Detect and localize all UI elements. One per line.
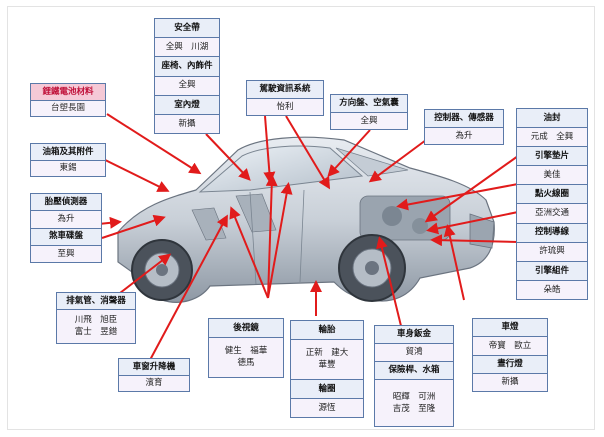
label-safety-seat-light: 安全帶 全興 川湖 座椅、內飾件 全興 室內燈 新攝 bbox=[154, 18, 220, 134]
label-title: 室內燈 bbox=[155, 94, 219, 114]
label-title: 排氣管、消聲器 bbox=[57, 293, 135, 309]
label-exhaust: 排氣管、消聲器 川飛 旭臣 富士 昱鐠 bbox=[56, 292, 136, 344]
label-fuel-tank: 油箱及其附件 東錫 bbox=[30, 143, 106, 177]
label-companies: 台塑長園 bbox=[31, 99, 105, 116]
label-companies: 貿鴻 bbox=[375, 343, 453, 361]
label-lamps: 車燈 帝寶 歐立 晝行燈 新攝 bbox=[472, 318, 548, 392]
label-window-regulator: 車窗升降機 濱育 bbox=[118, 358, 190, 392]
label-body-bumper: 車身鈑金 貿鴻 保險桿、水箱 昭輝 可洲 吉茂 至隆 bbox=[374, 325, 454, 427]
label-title: 鋰鐵電池材料 bbox=[31, 84, 105, 100]
label-title: 控制導線 bbox=[517, 222, 587, 242]
label-companies: 全興 bbox=[331, 111, 407, 129]
label-title: 車窗升降機 bbox=[119, 359, 189, 375]
label-title: 輪胎 bbox=[291, 321, 363, 339]
label-companies: 新攝 bbox=[155, 113, 219, 134]
label-title: 油封 bbox=[517, 109, 587, 128]
label-companies: 元成 全興 bbox=[517, 127, 587, 147]
label-companies: 新攝 bbox=[473, 372, 547, 391]
label-title: 油箱及其附件 bbox=[31, 144, 105, 160]
label-companies: 源恆 bbox=[291, 398, 363, 417]
label-engine-column: 油封 元成 全興 引擎墊片 美佳 點火線圈 亞洲交通 控制導線 許琉興 引擎組件… bbox=[516, 108, 588, 300]
label-rear-view-mirror: 後視鏡 健生 福華 德馬 bbox=[208, 318, 284, 378]
diagram-frame bbox=[7, 6, 595, 430]
label-tire-wheel: 輪胎 正新 建大 華豐 輪圈 源恆 bbox=[290, 320, 364, 418]
label-title: 後視鏡 bbox=[209, 319, 283, 337]
label-companies: 東錫 bbox=[31, 159, 105, 176]
label-title: 輪圈 bbox=[291, 379, 363, 398]
label-companies: 許琉興 bbox=[517, 241, 587, 261]
label-companies: 為升 bbox=[31, 210, 101, 228]
label-title: 駕駛資訊系統 bbox=[247, 81, 323, 98]
label-title: 點火線圈 bbox=[517, 184, 587, 204]
label-companies: 怡利 bbox=[247, 97, 323, 115]
label-title: 引擎組件 bbox=[517, 260, 587, 280]
label-companies: 濱育 bbox=[119, 374, 189, 391]
label-companies: 帝寶 歐立 bbox=[473, 336, 547, 355]
label-title: 引擎墊片 bbox=[517, 146, 587, 166]
label-tire-pressure-brake: 胎壓偵測器 為升 煞車碟盤 至興 bbox=[30, 193, 102, 263]
label-title: 煞車碟盤 bbox=[31, 227, 101, 245]
label-companies: 健生 福華 德馬 bbox=[209, 337, 283, 377]
label-title: 方向盤、空氣囊 bbox=[331, 95, 407, 112]
label-title: 安全帶 bbox=[155, 19, 219, 38]
label-companies: 至興 bbox=[31, 244, 101, 262]
label-companies: 全興 bbox=[155, 75, 219, 95]
label-title: 座椅、內飾件 bbox=[155, 56, 219, 76]
label-steering-airbag: 方向盤、空氣囊 全興 bbox=[330, 94, 408, 130]
label-title: 控制器、傳感器 bbox=[425, 110, 503, 127]
label-title: 車燈 bbox=[473, 319, 547, 337]
label-battery-materials: 鋰鐵電池材料 台塑長園 bbox=[30, 83, 106, 117]
label-companies: 朵皓 bbox=[517, 279, 587, 299]
label-title: 胎壓偵測器 bbox=[31, 194, 101, 211]
label-companies: 川飛 旭臣 富士 昱鐠 bbox=[57, 309, 135, 343]
label-controller-sensor: 控制器、傳感器 為升 bbox=[424, 109, 504, 145]
label-companies: 美佳 bbox=[517, 165, 587, 185]
label-companies: 正新 建大 華豐 bbox=[291, 339, 363, 379]
label-companies: 昭輝 可洲 吉茂 至隆 bbox=[375, 379, 453, 426]
label-title: 保險桿、水箱 bbox=[375, 361, 453, 379]
label-title: 晝行燈 bbox=[473, 354, 547, 373]
label-companies: 全興 川湖 bbox=[155, 37, 219, 57]
label-title: 車身鈑金 bbox=[375, 326, 453, 343]
label-driver-info: 駕駛資訊系統 怡利 bbox=[246, 80, 324, 116]
label-companies: 亞洲交通 bbox=[517, 203, 587, 223]
label-companies: 為升 bbox=[425, 126, 503, 144]
